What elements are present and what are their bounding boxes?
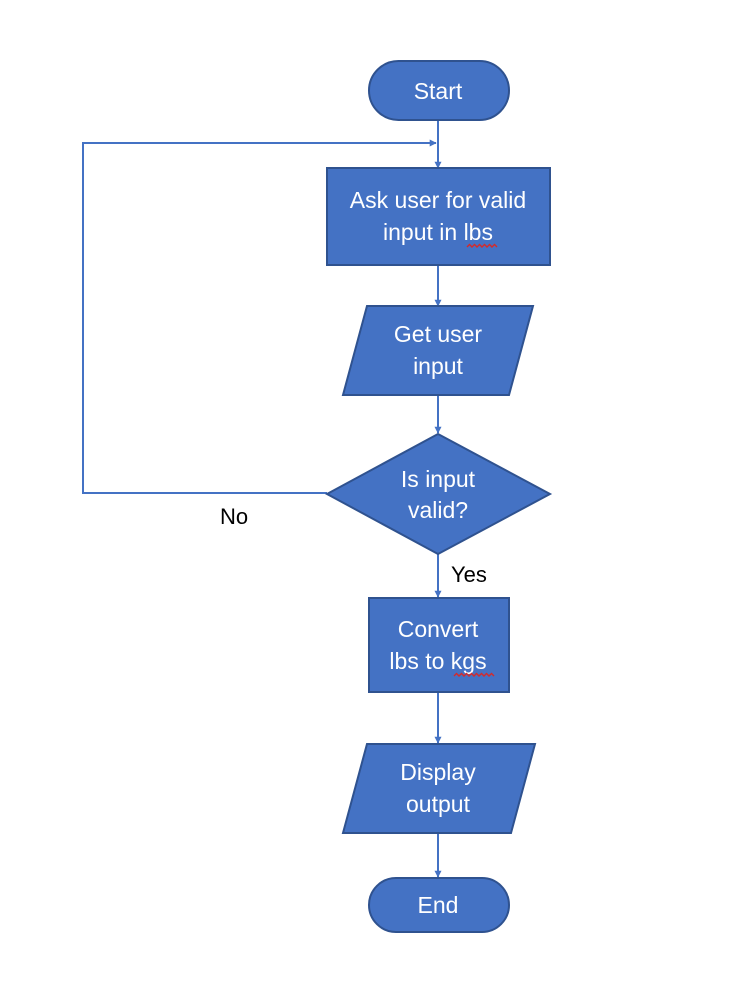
decision-label-line-2: valid? [408, 497, 468, 523]
display-label-line-1: Display [400, 759, 476, 785]
display-output-node: Display output [341, 743, 537, 834]
convert-label-line-1: Convert [398, 616, 479, 642]
input-valid-decision-node: Is input valid? [324, 432, 553, 556]
get-input-label-line-2: input [413, 353, 463, 379]
yes-branch-label: Yes [451, 562, 487, 587]
ask-input-label-line-1: Ask user for valid [350, 187, 526, 213]
convert-label-line-2: lbs to kgs [389, 648, 486, 674]
ask-input-label-line-2: input in lbs [383, 219, 493, 245]
no-branch-label: No [220, 504, 248, 529]
spellcheck-underline [453, 672, 495, 677]
get-user-input-node: Get user input [341, 305, 535, 396]
spellcheck-underline [466, 243, 498, 248]
start-node-label: Start [414, 78, 463, 104]
ask-input-process-node: Ask user for valid input in lbs [326, 167, 551, 266]
connector-no-loop-back [82, 139, 437, 494]
end-node: End [368, 877, 510, 933]
get-input-label-line-1: Get user [394, 321, 483, 347]
convert-process-node: Convert lbs to kgs [368, 597, 510, 693]
start-node: Start [368, 60, 510, 121]
end-node-label: End [418, 892, 459, 918]
display-label-line-2: output [406, 791, 471, 817]
decision-label-line-1: Is input [401, 466, 476, 492]
